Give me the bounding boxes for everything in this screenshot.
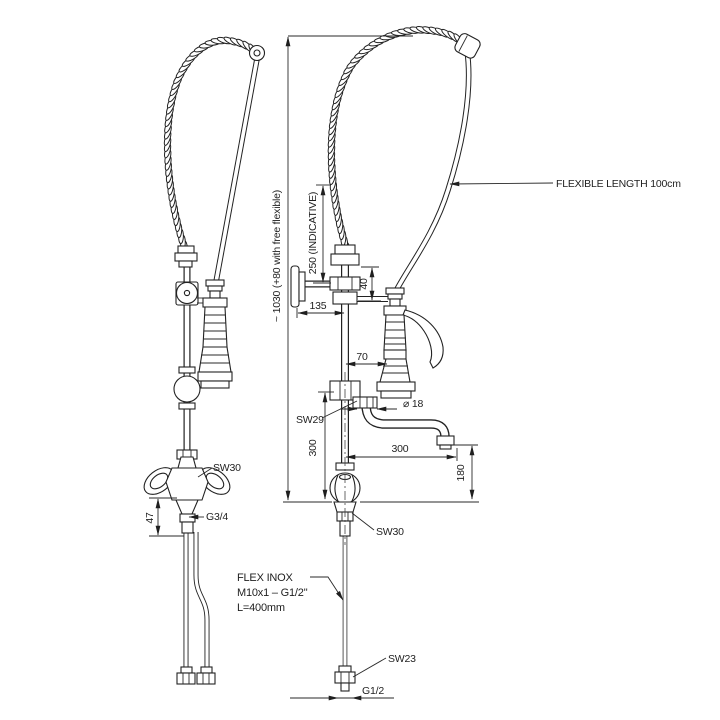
smooth-hose-right bbox=[393, 49, 472, 293]
coil-collar-right bbox=[330, 253, 360, 266]
leader-sw30-right bbox=[351, 512, 375, 531]
leader-flex-note bbox=[310, 576, 344, 601]
valve-tail-tube bbox=[181, 521, 194, 534]
coil-neck-left bbox=[178, 260, 193, 268]
dimension-lines bbox=[149, 35, 479, 701]
leader-sw30-left bbox=[197, 467, 213, 478]
label-flex-note-3: L=400mm bbox=[237, 602, 285, 614]
label-g34: G3/4 bbox=[206, 511, 228, 523]
spray-gun-right bbox=[376, 287, 444, 399]
left-figure-components bbox=[143, 44, 266, 685]
hang-ring bbox=[248, 44, 266, 62]
label-sw30-left: SW30 bbox=[213, 462, 241, 474]
label-sw30-right: SW30 bbox=[376, 526, 404, 538]
label-sw23: SW23 bbox=[388, 653, 416, 665]
trigger-lever bbox=[402, 309, 444, 369]
label-flexible-length: FLEXIBLE LENGTH 100cm bbox=[556, 178, 681, 190]
label-diameter-18: ⌀ 18 bbox=[403, 398, 423, 410]
ball-joint bbox=[173, 375, 201, 403]
right-figure-components bbox=[290, 33, 481, 692]
bracket-ring-pin bbox=[183, 289, 191, 297]
left-figure-coil-hose bbox=[163, 36, 260, 283]
label-flex-note-2: M10x1 – G1/2" bbox=[237, 587, 308, 599]
wall-bracket bbox=[290, 265, 306, 308]
label-250-indicative: 250 (INDICATIVE) bbox=[307, 192, 319, 274]
tee-and-sw29-nut bbox=[329, 380, 378, 409]
label-300-spout: 300 bbox=[392, 443, 409, 455]
coiled-spring-hose-left bbox=[163, 36, 259, 262]
coil-top-fitting-right bbox=[334, 244, 356, 255]
valve-body bbox=[165, 467, 209, 501]
bracket-ring-face bbox=[175, 281, 199, 305]
label-overall-height: ~ 1030 (+80 with free flexible) bbox=[271, 190, 283, 322]
leader-lines bbox=[188, 181, 554, 678]
spray-head-left bbox=[197, 279, 233, 389]
leader-flexible-length bbox=[449, 181, 554, 187]
label-sw29: SW29 bbox=[296, 414, 324, 426]
valve-tail-nut bbox=[179, 513, 196, 523]
label-70: 70 bbox=[356, 351, 368, 363]
label-135: 135 bbox=[310, 300, 327, 312]
label-flex-note-1: FLEX INOX bbox=[237, 572, 294, 584]
wall-bracket-boss bbox=[298, 271, 306, 302]
bracket-clamp-right bbox=[329, 276, 361, 291]
hose-end-nuts-left bbox=[176, 666, 216, 685]
coil-top-fitting-left bbox=[177, 245, 195, 254]
label-300-riser: 300 bbox=[307, 439, 319, 456]
label-47: 47 bbox=[144, 512, 156, 524]
hook-clamp-right bbox=[332, 291, 358, 305]
ball-joint-top-clamp bbox=[178, 366, 196, 374]
coil-collar-left bbox=[174, 252, 198, 262]
label-g12: G1/2 bbox=[362, 685, 384, 697]
label-40: 40 bbox=[358, 278, 370, 290]
leader-sw23 bbox=[352, 657, 387, 678]
ball-joint-bottom-clamp bbox=[178, 402, 196, 410]
coil-end-cap bbox=[454, 33, 481, 59]
mixing-valve-left bbox=[143, 449, 231, 534]
spout-aerator bbox=[436, 435, 455, 450]
coiled-spring-hose-right bbox=[327, 26, 469, 258]
handwheel-right bbox=[199, 467, 231, 495]
label-180: 180 bbox=[455, 464, 467, 481]
hang-ring-hole bbox=[253, 49, 261, 57]
drawing-labels: FLEXIBLE LENGTH 100cm ~ 1030 (+80 with f… bbox=[144, 178, 681, 697]
sw23-end-nut bbox=[334, 665, 356, 692]
wall-bracket-flange bbox=[290, 265, 300, 308]
leader-sw29 bbox=[321, 400, 358, 419]
